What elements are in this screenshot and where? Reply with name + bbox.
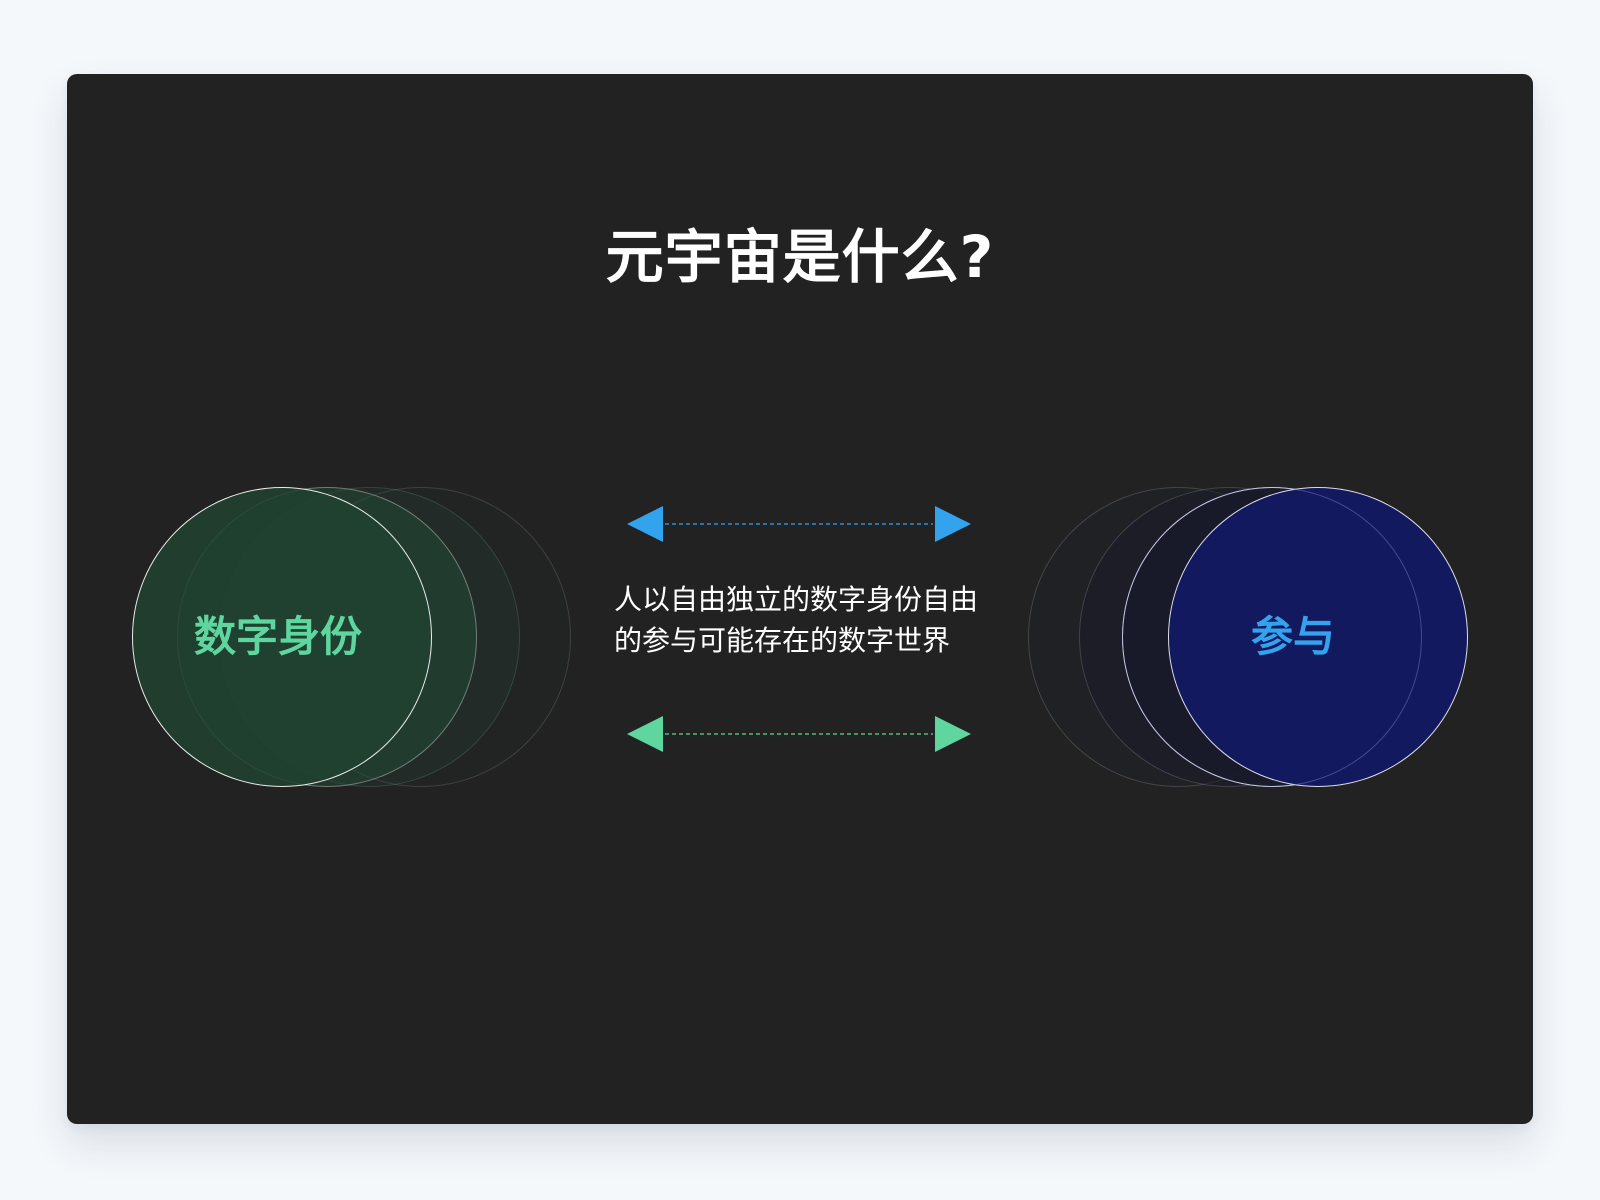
participation-label: 参与 [1251,612,1336,661]
right-main-circle [1168,487,1468,787]
definition-text: 人以自由独立的数字身份自由 的参与可能存在的数字世界 [614,579,1034,661]
bottom-bidirectional-arrow [627,715,971,753]
top-bidirectional-arrow [627,505,971,543]
definition-line-2: 的参与可能存在的数字世界 [614,624,951,657]
slide-title: 元宇宙是什么? [605,223,995,291]
slide-card: 元宇宙是什么? 数字身份 人以自由独立的数字身份自由 的参与可能存在的数字世界 … [67,74,1533,1124]
digital-identity-label: 数字身份 [194,612,363,661]
double-arrow-icon [627,506,971,542]
definition-line-1: 人以自由独立的数字身份自由 [614,583,979,616]
left-main-circle [132,487,432,787]
double-arrow-icon [627,716,971,752]
